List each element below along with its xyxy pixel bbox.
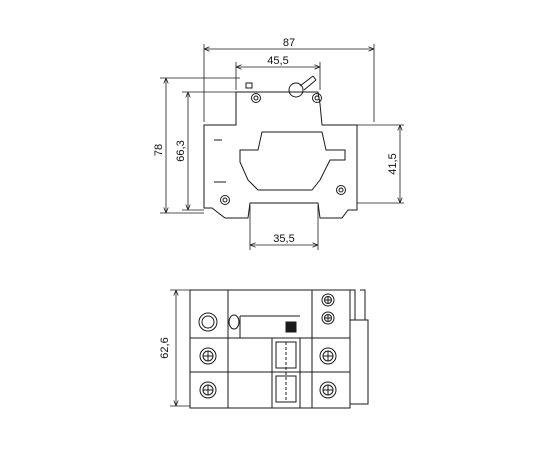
side-view-dimensions bbox=[160, 44, 404, 250]
front-view-dimensions bbox=[170, 289, 190, 407]
terminal-screw-icon bbox=[220, 195, 230, 205]
terminal-screw-icon bbox=[321, 311, 335, 325]
dim-label-upper-width: 45,5 bbox=[267, 55, 288, 67]
side-view bbox=[203, 75, 358, 219]
dim-label-lower-width: 35,5 bbox=[273, 233, 294, 245]
dim-label-total-width: 87 bbox=[283, 37, 295, 49]
dim-label-total-height: 78 bbox=[153, 144, 165, 156]
front-view bbox=[189, 289, 369, 409]
side-view-body-outline bbox=[203, 91, 358, 219]
terminal-screw-icon bbox=[312, 93, 322, 103]
front-view-side-tabs bbox=[350, 289, 366, 320]
terminal-screw-icon bbox=[199, 381, 217, 399]
terminal-screw-icon bbox=[319, 347, 337, 365]
front-view-body-outline bbox=[189, 289, 351, 409]
terminal-screw-icon bbox=[251, 93, 261, 103]
side-view-rail-channel bbox=[239, 131, 346, 191]
terminal-screw-icon bbox=[199, 347, 217, 365]
dim-label-rail-height: 41,5 bbox=[387, 153, 399, 174]
terminal-screw-icon bbox=[321, 293, 335, 307]
terminal-screw-icon bbox=[336, 185, 346, 195]
status-indicator-icon bbox=[228, 314, 297, 333]
dim-label-front-height: 62,6 bbox=[159, 337, 171, 358]
test-button-icon bbox=[198, 312, 218, 332]
dim-label-body-height: 66,3 bbox=[175, 140, 187, 161]
toggle-lever-icon bbox=[245, 75, 317, 98]
terminal-screw-icon bbox=[319, 381, 337, 399]
front-view-side-module bbox=[350, 319, 369, 405]
